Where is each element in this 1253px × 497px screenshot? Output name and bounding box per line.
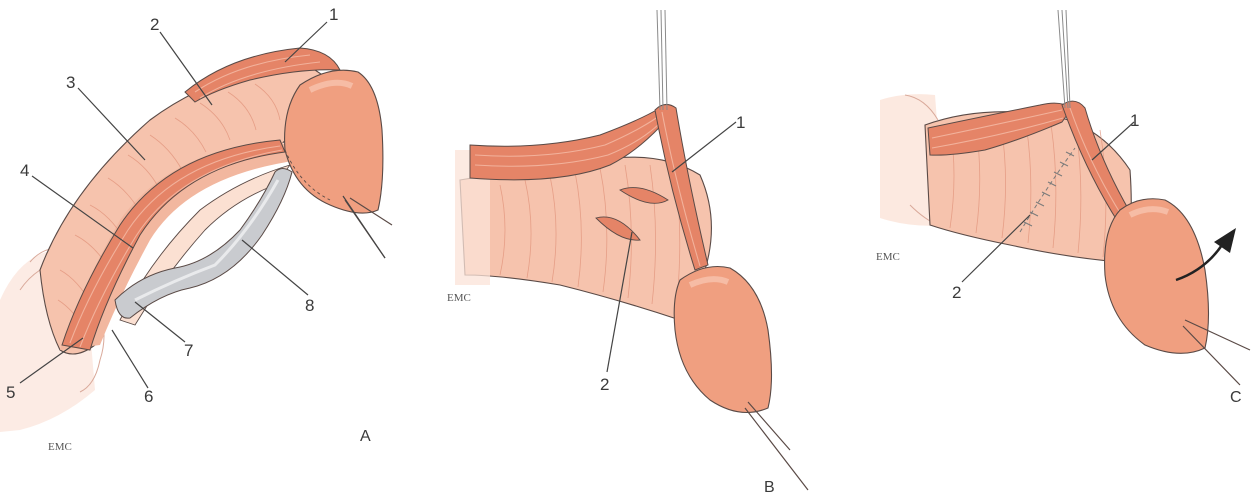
panel-a-letter: A [360, 428, 371, 445]
panel-b-label-2: 2 [600, 375, 609, 394]
panel-a-label-8: 8 [305, 296, 314, 315]
panel-c-letter: C [1230, 389, 1242, 406]
panel-b-signature: EMC [447, 292, 471, 304]
panel-c-arrowhead [1214, 228, 1236, 253]
panel-a: 1 2 3 4 5 6 7 8 EMC A [0, 5, 392, 453]
panel-b-sutures [657, 10, 667, 110]
panel-b-glans [674, 267, 771, 413]
panel-c-label-1: 1 [1130, 111, 1139, 130]
panel-a-glans [285, 70, 383, 213]
panel-b-letter: B [764, 479, 775, 496]
panel-a-label-1: 1 [329, 5, 338, 24]
panel-a-signature: EMC [48, 441, 72, 453]
panel-b: 1 2 EMC B [447, 10, 808, 496]
panel-c-glans [1105, 199, 1209, 354]
panel-a-label-3: 3 [66, 73, 75, 92]
panel-a-label-4: 4 [20, 161, 29, 180]
panel-a-label-5: 5 [6, 383, 15, 402]
panel-c-label-2: 2 [952, 283, 961, 302]
panel-a-label-6: 6 [144, 387, 153, 406]
panel-c-signature: EMC [876, 251, 900, 263]
panel-c: 1 2 EMC C [876, 10, 1250, 406]
panel-c-sutures [1058, 10, 1070, 108]
panel-b-label-1: 1 [736, 113, 745, 132]
panel-a-label-7: 7 [184, 341, 193, 360]
panel-a-label-2: 2 [150, 15, 159, 34]
